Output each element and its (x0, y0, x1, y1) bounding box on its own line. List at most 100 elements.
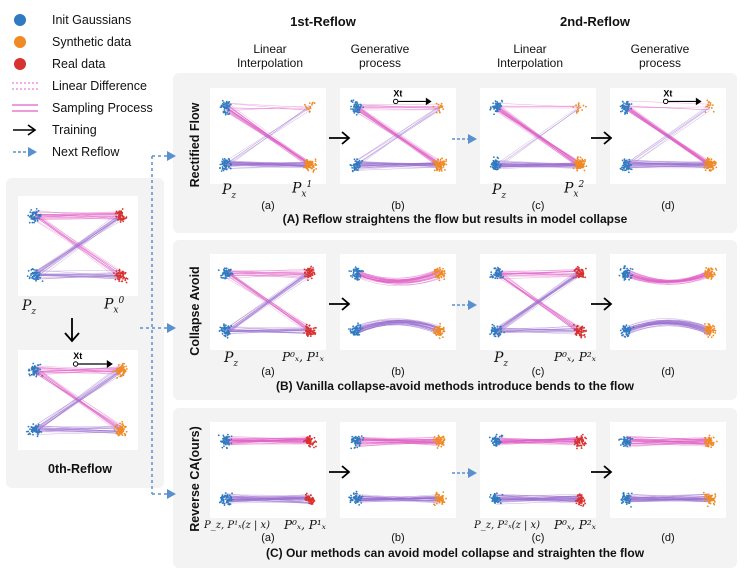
plot-a-4: Xt (610, 88, 726, 184)
math-px0-0: Px0 (104, 296, 125, 316)
legend-init: Init Gaussians (12, 11, 131, 29)
stage-second: 2nd-Reflow (559, 14, 631, 29)
plot-a-2: Xt (340, 88, 456, 184)
legend-next-label: Next Reflow (52, 145, 120, 159)
flow-plot-svg (618, 434, 718, 508)
math-px02-c3: P⁰ₓ, P²ₓ (554, 518, 596, 532)
math-left-c1: P_z, P¹ₓ(z | x) (204, 520, 271, 531)
row-label-b: Collapse Avoid (188, 266, 202, 356)
dashed-arrow-icon (13, 147, 37, 157)
sublabel-b-c: (c) (531, 366, 545, 378)
math-px01-c1: P⁰ₓ, P¹ₓ (284, 518, 326, 532)
plot-zeroth-top (18, 196, 138, 296)
math-px02-b3: P⁰ₓ, P²ₓ (554, 350, 596, 364)
training-arrow-icon (329, 297, 351, 311)
legend-real-label: Real data (52, 57, 106, 71)
plot-b-4 (610, 254, 726, 350)
flow-plot-svg (488, 433, 588, 507)
sublabel-a-a: (a) (261, 200, 275, 212)
math-pz-b3: Pz (494, 350, 509, 369)
math-px2-a3: Px2 (564, 180, 585, 200)
flow-plot-svg (218, 99, 318, 173)
sublabel-c-b: (b) (391, 532, 405, 544)
flow-plot-svg (26, 208, 129, 284)
row-label-c: Reverse CA(ours) (188, 426, 202, 532)
flow-plot-svg (348, 434, 447, 507)
legend-sampling: Sampling Process (12, 99, 153, 117)
legend-training-label: Training (52, 123, 97, 137)
plot-b-2 (340, 254, 456, 350)
col-head-2: Generative process (350, 42, 410, 70)
training-arrow-icon (329, 131, 351, 145)
sublabel-c-a: (a) (261, 532, 275, 544)
flow-plot-svg (348, 266, 446, 340)
solid-line-icon (12, 104, 38, 112)
legend-linear: Linear Difference (12, 77, 147, 95)
math-pz-b1: Pz (224, 350, 239, 369)
col-head-3: Linear Interpolation (496, 42, 564, 70)
legend-real: Real data (12, 55, 106, 73)
plot-zeroth-bottom: Xt (18, 350, 138, 450)
dotted-line-icon (12, 82, 38, 90)
legend-linear-label: Linear Difference (52, 79, 147, 93)
flow-plot-svg (217, 265, 317, 339)
plot-c-3 (480, 422, 596, 518)
math-pz-a3: Pz (492, 182, 507, 201)
math-pz-a1: Pz (222, 182, 237, 201)
stage-zeroth: 0th-Reflow (48, 462, 112, 476)
plot-b-1 (210, 254, 326, 350)
training-arrow-icon (591, 131, 613, 145)
math-pz-0: Pz (22, 298, 37, 317)
svg-text:Xt: Xt (663, 89, 672, 99)
plot-c-4 (610, 422, 726, 518)
branch-connector (140, 151, 176, 499)
col-head-4: Generative process (630, 42, 690, 70)
row-label-a: Rectified Flow (188, 102, 202, 188)
sublabel-a-d: (d) (661, 200, 675, 212)
plot-a-3 (480, 88, 596, 184)
plot-c-1 (210, 422, 326, 518)
flow-plot-svg (217, 433, 318, 507)
next-reflow-arrow-icon (452, 468, 477, 478)
plot-a-1 (210, 88, 326, 184)
training-arrow-icon (591, 297, 613, 311)
flow-plot-svg: Xt (349, 89, 448, 173)
sublabel-c-d: (d) (661, 532, 675, 544)
training-arrow-icon (591, 465, 613, 479)
caption-a: (A) Reflow straightens the flow but resu… (282, 212, 628, 226)
next-reflow-arrow-icon (452, 134, 477, 144)
blue-dot-icon (14, 14, 26, 26)
col-head-1: Linear Interpolation (236, 42, 304, 70)
flow-plot-svg (489, 99, 588, 172)
legend-training: Training (12, 121, 97, 139)
training-arrow-icon (329, 465, 351, 479)
legend-next: Next Reflow (12, 143, 119, 161)
red-dot-icon (14, 58, 26, 70)
sublabel-b-a: (a) (261, 366, 275, 378)
next-reflow-arrow-icon (452, 300, 477, 310)
sublabel-a-c: (c) (531, 200, 545, 212)
plot-c-2 (340, 422, 456, 518)
sublabel-a-b: (b) (391, 200, 405, 212)
plot-b-3 (480, 254, 596, 350)
math-left-c3: P_z, P²ₓ(z | x) (474, 520, 541, 531)
svg-text:Xt: Xt (393, 89, 402, 99)
legend-sampling-label: Sampling Process (52, 101, 153, 115)
sublabel-b-b: (b) (391, 366, 405, 378)
stage-first: 1st-Reflow (290, 14, 356, 29)
legend-init-label: Init Gaussians (52, 13, 132, 27)
black-arrow-icon (13, 124, 37, 136)
sublabel-c-c: (c) (531, 532, 545, 544)
math-px1-a1: Px1 (292, 180, 313, 200)
math-px01-b1: P⁰ₓ, P¹ₓ (282, 350, 324, 364)
flow-plot-svg (618, 265, 718, 339)
flow-plot-svg: Xt (25, 351, 128, 438)
svg-text:Xt: Xt (73, 351, 82, 361)
caption-c: (C) Our methods can avoid model collapse… (265, 546, 645, 560)
flow-plot-svg (489, 265, 587, 339)
legend-synthetic: Synthetic data (12, 33, 131, 51)
caption-b: (B) Vanilla collapse-avoid methods intro… (275, 379, 635, 393)
legend-synthetic-label: Synthetic data (52, 35, 132, 49)
down-arrow-icon (64, 318, 80, 343)
orange-dot-icon (14, 36, 26, 48)
